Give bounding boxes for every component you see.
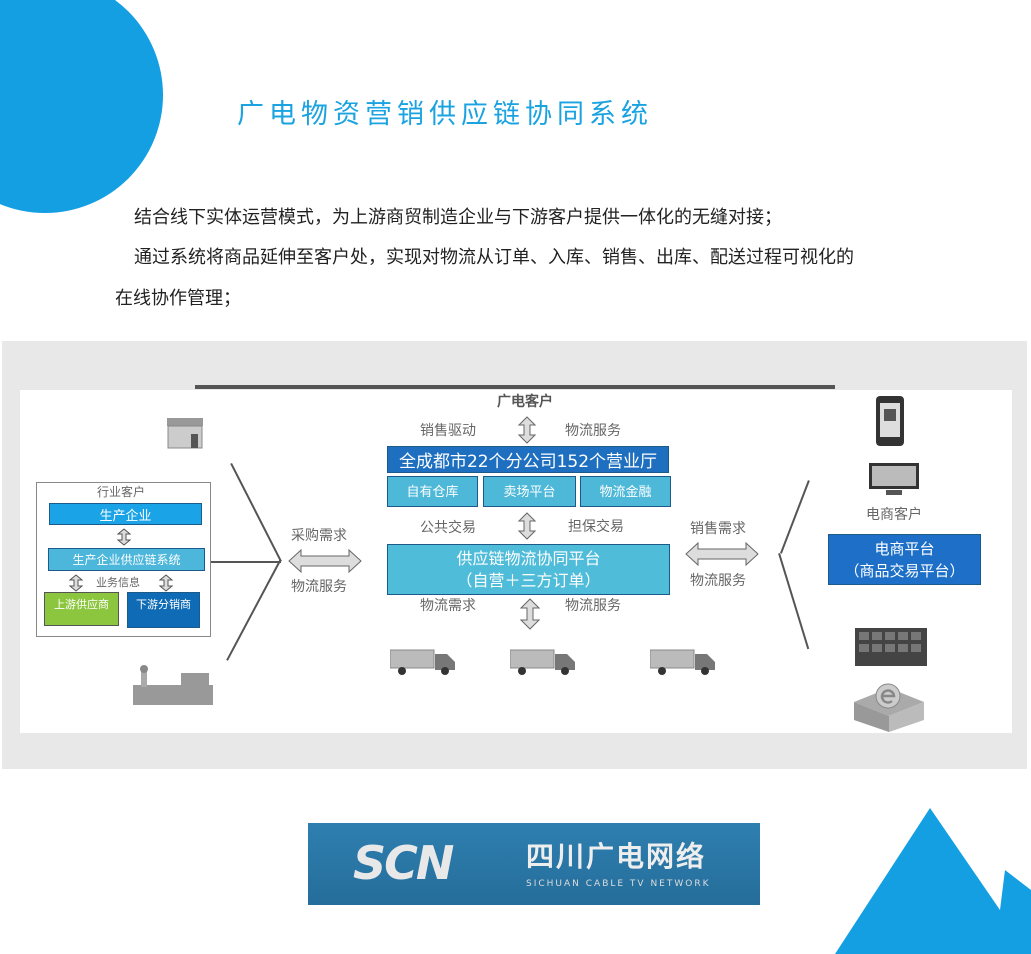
ecommerce-platform-subtitle: （商品交易平台） <box>844 561 965 580</box>
divider <box>195 385 835 389</box>
top-customer-label: 广电客户 <box>497 394 553 410</box>
decorative-mountains <box>835 808 1031 954</box>
updown-arrow-icon <box>117 528 131 546</box>
logo-en: SICHUAN CABLE TV NETWORK <box>526 879 711 889</box>
business-info-label: 业务信息 <box>96 576 140 589</box>
scn-logo: SCN 四川广电网络 SICHUAN CABLE TV NETWORK <box>308 823 760 905</box>
own-warehouse-box: 自有仓库 <box>387 476 478 507</box>
branches-box: 全成都市22个分公司152个营业厅 <box>387 446 669 473</box>
ecommerce-platform-title: 电商平台 <box>874 539 935 558</box>
sales-demand-label: 销售需求 <box>690 521 746 537</box>
upstream-supplier-box: 上游供应商 <box>44 592 119 626</box>
updown-arrow-icon <box>69 574 83 592</box>
updown-arrow-icon <box>520 598 540 630</box>
truck-icon <box>390 649 455 675</box>
guarantee-trade-label: 担保交易 <box>568 519 624 535</box>
logistics-finance-box: 物流金融 <box>580 476 671 507</box>
logistics-demand-label: 物流需求 <box>420 598 476 614</box>
updown-arrow-icon <box>159 574 173 592</box>
double-arrow-icon <box>685 542 759 566</box>
truck-icon <box>510 649 575 675</box>
ie-box-icon <box>854 683 924 732</box>
updown-arrow-icon <box>518 416 536 444</box>
sales-drive-label: 销售驱动 <box>420 423 476 439</box>
paragraph-1: 结合线下实体运营模式，为上游商贸制造企业与下游客户提供一体化的无缝对接； <box>134 207 782 228</box>
updown-arrow-icon <box>518 512 536 540</box>
logo-mark: SCN <box>353 836 454 890</box>
truck-icon <box>650 649 715 675</box>
phone-icon <box>876 396 904 446</box>
ecommerce-customer-label: 电商客户 <box>866 507 922 523</box>
monitor-icon <box>869 463 919 495</box>
logo-cn: 四川广电网络 <box>526 840 707 873</box>
sales-logistics-label: 物流服务 <box>690 573 746 589</box>
platform-subtitle: （自营＋三方订单） <box>456 570 601 590</box>
store-platform-box: 卖场平台 <box>483 476 576 507</box>
supply-chain-platform-box: 供应链物流协同平台 （自营＋三方订单） <box>387 544 670 595</box>
paragraph-2: 通过系统将商品延伸至客户处，实现对物流从订单、入库、销售、出库、配送过程可视化的 <box>134 247 854 268</box>
connector-line <box>211 561 281 563</box>
page-title: 广电物资营销供应链协同系统 <box>237 99 653 130</box>
factory-icon <box>133 665 213 705</box>
platform-title: 供应链物流协同平台 <box>456 548 601 568</box>
downstream-distributor-box: 下游分销商 <box>127 592 200 628</box>
keyboard-icon <box>855 628 927 666</box>
public-trade-label: 公共交易 <box>420 520 476 536</box>
group-title: 行业客户 <box>97 485 146 499</box>
purchase-demand-label: 采购需求 <box>291 528 347 544</box>
logistics-service-label: 物流服务 <box>565 598 621 614</box>
logistics-service-label: 物流服务 <box>565 423 621 439</box>
purchase-logistics-label: 物流服务 <box>291 579 347 595</box>
ecommerce-platform-box: 电商平台 （商品交易平台） <box>828 534 981 585</box>
paragraph-3: 在线协作管理； <box>115 288 241 309</box>
store-icon <box>167 418 203 449</box>
producer-box: 生产企业 <box>49 503 202 525</box>
decorative-circle <box>0 0 163 213</box>
scm-system-box: 生产企业供应链系统 <box>48 548 205 571</box>
double-arrow-icon <box>288 549 362 573</box>
